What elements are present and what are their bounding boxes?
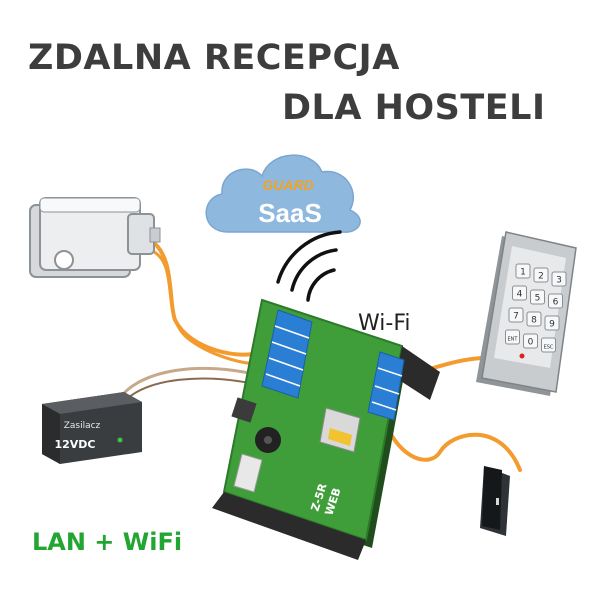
keypad-key-label: 1	[520, 268, 526, 278]
terminal-block-left	[261, 309, 313, 399]
keypad-key-label: ENT	[508, 337, 519, 343]
wifi-icon	[276, 230, 342, 302]
keypad-key	[508, 307, 524, 323]
heading-line-1: ZDALNA RECEPCJA	[28, 38, 400, 78]
keypad-key	[515, 263, 531, 279]
cloud-icon: GUARD SaaS	[205, 154, 361, 233]
keypad-key	[530, 289, 545, 305]
keypad-key	[544, 315, 560, 331]
cable-power	[118, 366, 264, 400]
cable-lock	[148, 238, 264, 357]
door-exit-icon	[480, 466, 510, 536]
cloud-product: SaaS	[258, 198, 322, 228]
cable-power-2	[123, 377, 265, 403]
terminal-block-right	[367, 351, 405, 421]
power-supply-icon: Zasilacz 12VDC	[42, 392, 142, 464]
keypad-key-label: 6	[553, 298, 559, 308]
power-supply-label: Zasilacz	[64, 421, 101, 431]
keypad-key-label: 9	[549, 320, 555, 330]
keypad-key	[533, 267, 549, 283]
keypad-key	[505, 329, 520, 345]
keypad-key	[523, 333, 538, 349]
keypad-key-label: 8	[531, 316, 537, 326]
keypad-key-label: ESC	[544, 345, 554, 351]
heading-line-2: DLA HOSTELI	[282, 88, 546, 128]
cable-lock-2	[148, 248, 270, 366]
cloud-brand: GUARD	[262, 177, 313, 193]
keypad-key	[548, 293, 563, 309]
controller-board-icon: Z-5R WEB	[212, 298, 440, 560]
cable-exit	[383, 420, 522, 472]
power-supply-voltage: 12VDC	[54, 438, 95, 451]
keypad-key	[541, 337, 556, 353]
keypad-key-label: 0	[528, 338, 534, 348]
keypad-key-label: 5	[535, 294, 541, 304]
keypad-key-label: 4	[517, 290, 523, 300]
footer-text: LAN + WiFi	[32, 528, 183, 556]
keypad-key-label: 2	[538, 272, 544, 282]
door-lock-icon	[29, 197, 161, 278]
keypad-key	[526, 311, 542, 327]
keypad-key-label: 3	[556, 276, 562, 286]
keypad-key-label: 7	[513, 312, 519, 322]
keypad-key	[551, 271, 567, 287]
keypad-key	[512, 285, 527, 301]
wifi-label: Wi-Fi	[358, 311, 411, 336]
